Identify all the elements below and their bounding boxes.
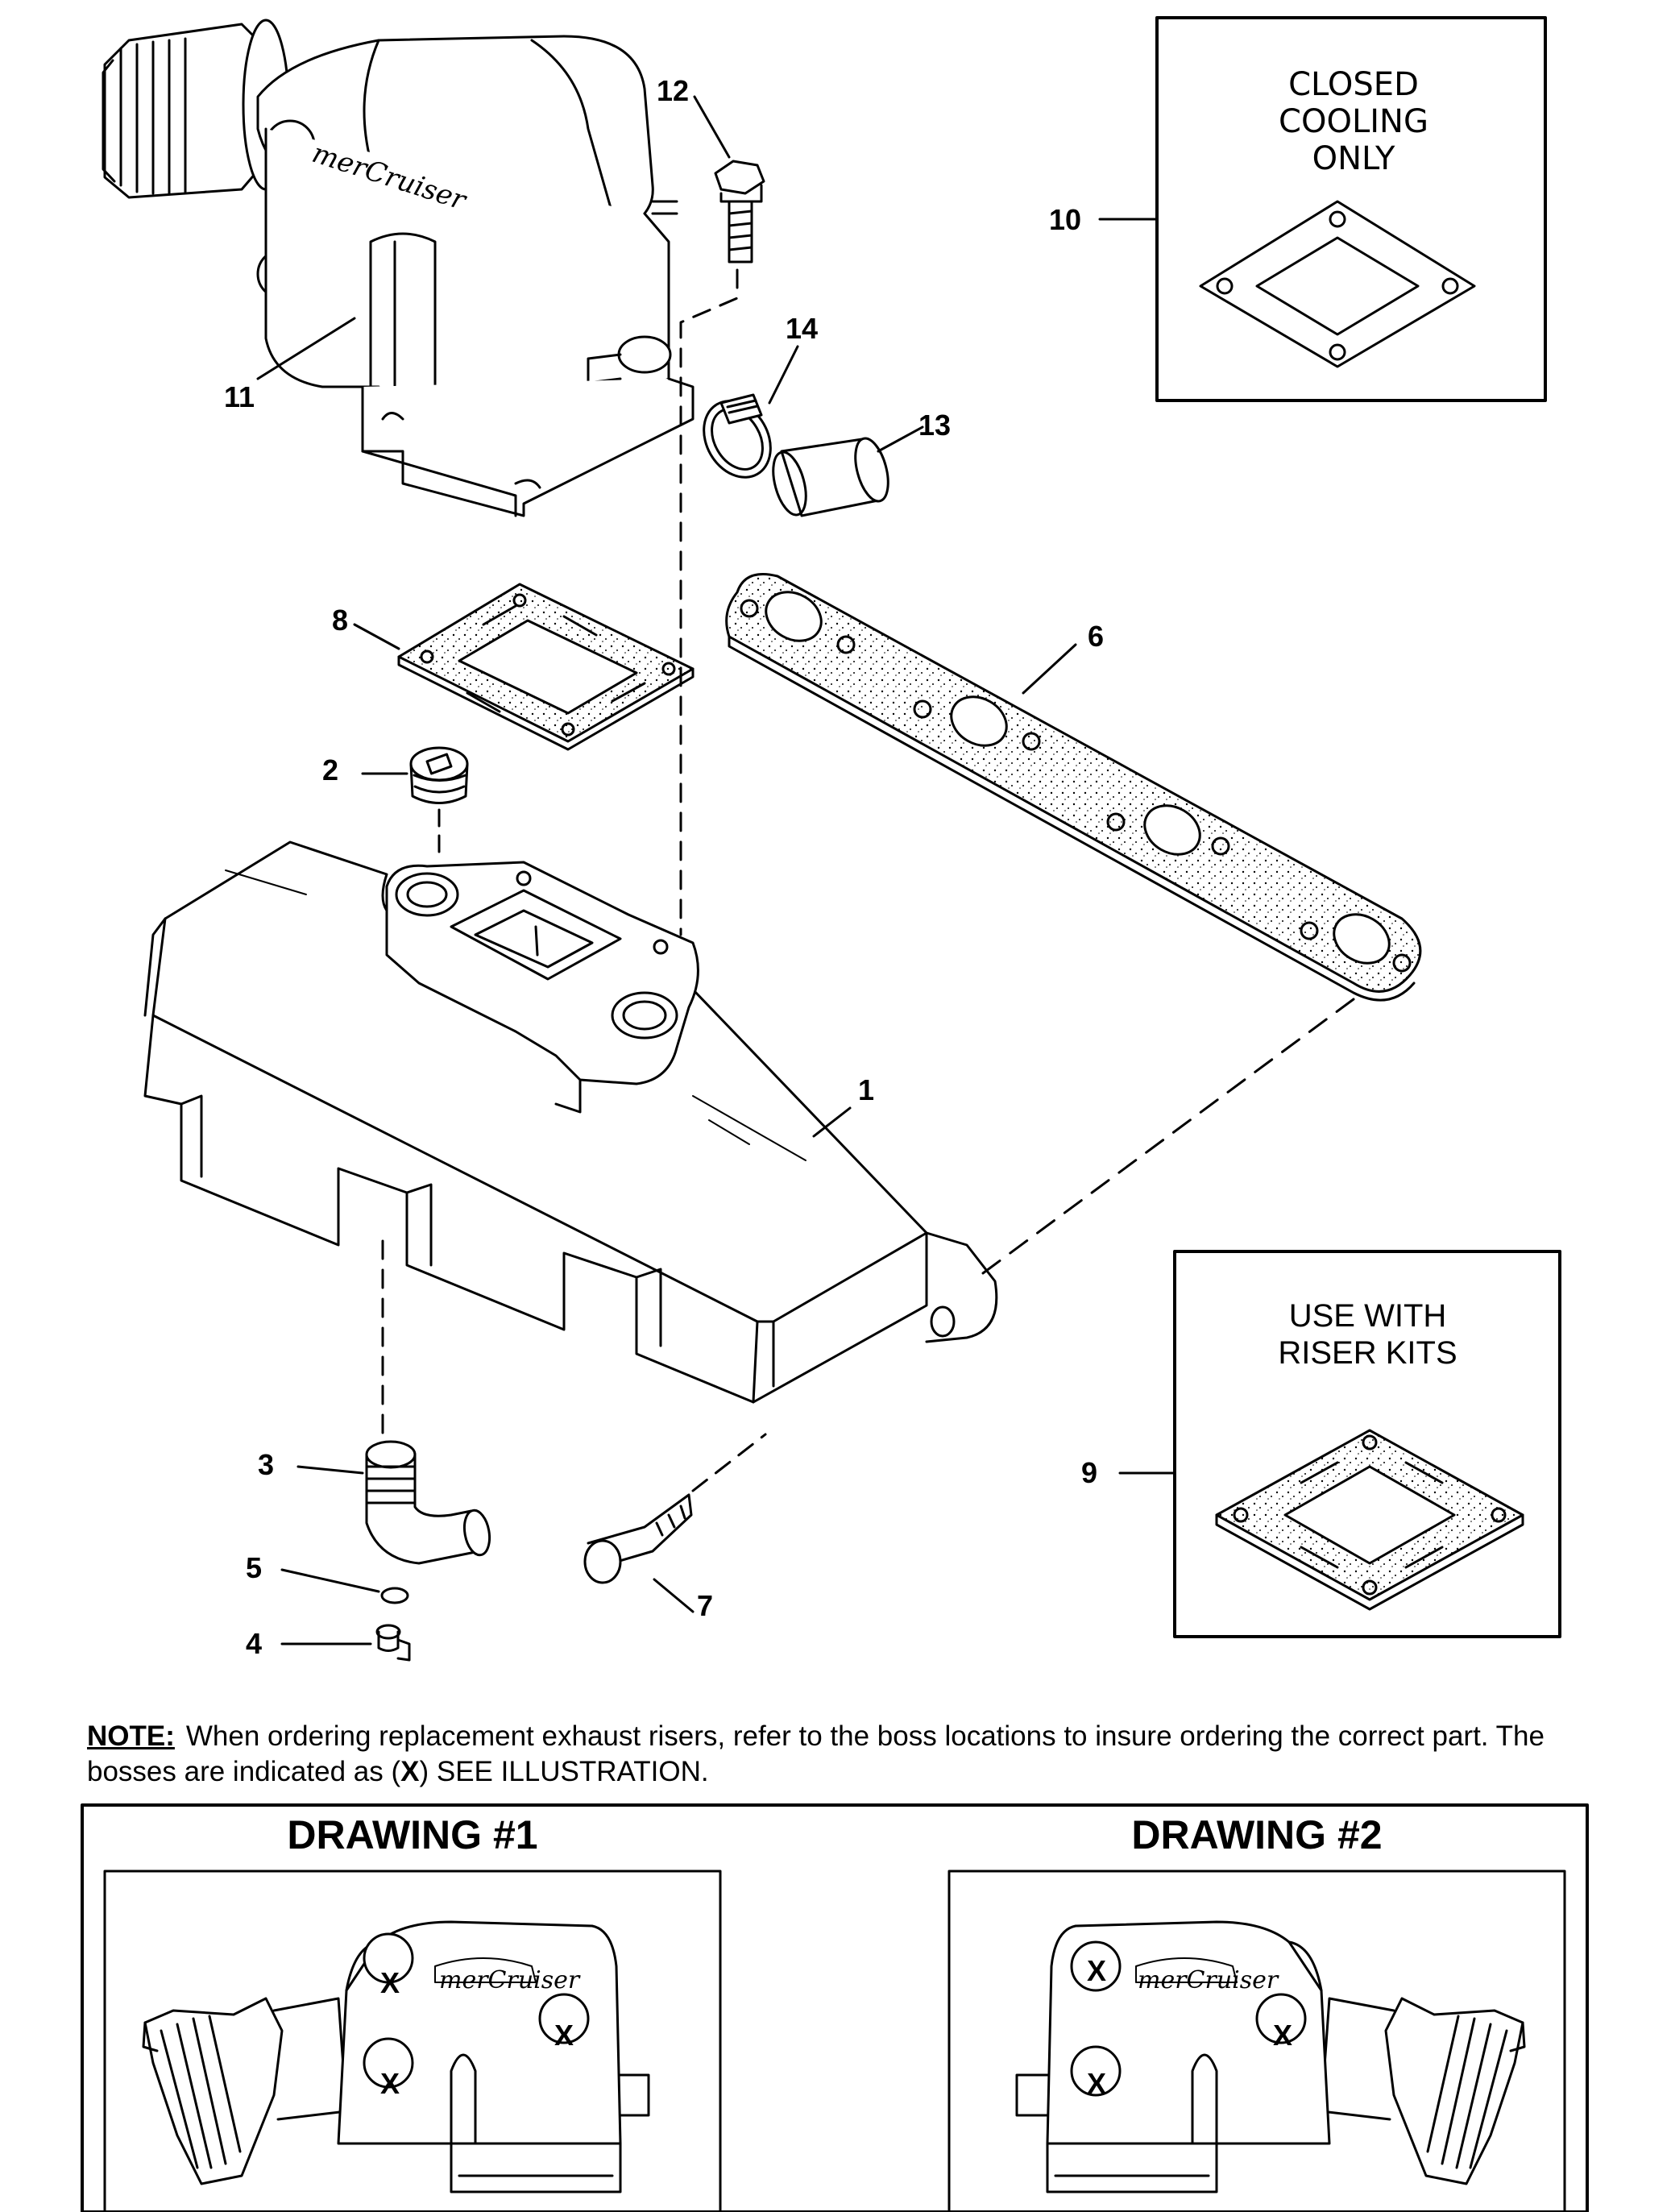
- note-label: NOTE:: [87, 1720, 175, 1752]
- callout-13: 13: [918, 409, 952, 442]
- callout-9: 9: [1081, 1456, 1098, 1489]
- boss-marker-d1-1: X: [380, 1966, 400, 1999]
- closed-cooling-line-1: CLOSED: [1288, 66, 1419, 103]
- callout-14: 14: [786, 312, 819, 345]
- o-ring-part-5: [380, 1587, 409, 1604]
- note-x-marker: X: [400, 1756, 420, 1787]
- dash-12: [679, 268, 739, 936]
- note-text-after: ) SEE ILLUSTRATION.: [419, 1756, 709, 1787]
- callout-5: 5: [246, 1551, 263, 1584]
- drawing-1-riser: [142, 1920, 650, 2193]
- callout-1: 1: [858, 1073, 875, 1106]
- drawing-2-frame: [947, 1870, 1566, 2212]
- closed-cooling-label: CLOSED COOLING ONLY: [1200, 66, 1507, 177]
- riser-kits-line-1: USE WITH: [1288, 1298, 1447, 1334]
- leader-11: [256, 317, 356, 380]
- leader-1: [812, 1106, 852, 1138]
- leader-13: [877, 425, 924, 453]
- callout-7: 7: [697, 1589, 714, 1622]
- callout-11: 11: [224, 380, 255, 413]
- drawing-2-riser: [1015, 1920, 1526, 2193]
- closed-cooling-line-3: ONLY: [1312, 140, 1395, 177]
- plug-part-2: [409, 746, 469, 804]
- exhaust-elbow-part-11: [102, 19, 695, 517]
- dash-7: [691, 1433, 767, 1492]
- callout-2: 2: [322, 753, 339, 786]
- callout-12: 12: [657, 74, 690, 107]
- ordering-note: NOTE:When ordering replacement exhaust r…: [87, 1719, 1586, 1790]
- boss-marker-d2-2: X: [1273, 2019, 1293, 2052]
- manifold-gasket-part-6: [725, 573, 1422, 1002]
- riser-kits-label: USE WITH RISER KITS: [1209, 1297, 1527, 1372]
- leader-8: [353, 623, 400, 650]
- gasket-part-10: [1199, 200, 1476, 368]
- hose-part-13: [772, 437, 889, 517]
- riser-kits-box: [1173, 1250, 1561, 1638]
- drawing-2-title: DRAWING #2: [1131, 1812, 1383, 1857]
- callout-8: 8: [332, 604, 349, 637]
- leader-14: [768, 345, 799, 405]
- boss-marker-d1-2: X: [554, 2019, 574, 2052]
- dash-6: [981, 998, 1355, 1275]
- brand-logo-drawing-2: merCruiser: [1138, 1966, 1279, 1994]
- callout-3: 3: [258, 1448, 275, 1481]
- boss-marker-d2-3: X: [1087, 2067, 1107, 2100]
- note-text-before: When ordering replacement exhaust risers…: [87, 1720, 1545, 1787]
- gasket-part-9: [1215, 1429, 1524, 1611]
- callout-4: 4: [246, 1627, 263, 1660]
- closed-cooling-box: [1155, 16, 1547, 402]
- callout-6: 6: [1088, 620, 1105, 653]
- leader-7: [653, 1578, 695, 1613]
- callout-10: 10: [1049, 203, 1082, 236]
- boss-marker-d2-1: X: [1087, 1954, 1107, 1987]
- leader-3: [296, 1465, 364, 1475]
- gasket-part-8: [397, 583, 695, 751]
- closed-cooling-line-2: COOLING: [1279, 103, 1428, 140]
- exhaust-manifold-part-1: [143, 840, 998, 1404]
- drawing-1-frame: [103, 1870, 722, 2212]
- elbow-fitting-part-3: [365, 1440, 491, 1565]
- leader-6: [1022, 643, 1077, 695]
- leader-12: [693, 95, 731, 159]
- leader-5: [280, 1568, 380, 1593]
- hose-clamp-part-14: [703, 393, 772, 479]
- bolt-part-12: [714, 160, 765, 264]
- drawing-1-title: DRAWING #1: [287, 1812, 538, 1857]
- drawings-panel: [81, 1803, 1589, 2212]
- boss-marker-d1-3: X: [380, 2067, 400, 2100]
- drain-plug-part-4: [375, 1624, 411, 1662]
- brand-logo-drawing-1: merCruiser: [439, 1966, 580, 1994]
- bolt-part-7: [583, 1493, 693, 1584]
- riser-kits-line-2: RISER KITS: [1278, 1335, 1457, 1371]
